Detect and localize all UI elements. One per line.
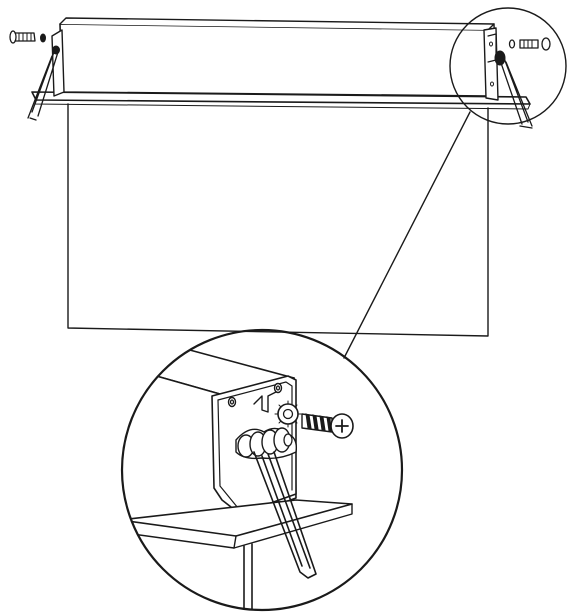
detail-callout-circle-small: [449, 7, 567, 125]
left-washer: [40, 33, 46, 43]
detail-screw: [301, 413, 354, 439]
sign-assembly: [9, 7, 567, 337]
right-washer: [508, 39, 516, 49]
right-end-bracket: [483, 27, 533, 129]
callout-leader-line: [343, 111, 471, 359]
detail-spring-coil: [235, 427, 298, 460]
sign-panel: [67, 103, 489, 337]
housing-front: [59, 23, 491, 97]
left-end-bracket: [27, 29, 65, 121]
right-spring-clip: [499, 57, 533, 129]
detail-magnified-view: [122, 341, 354, 610]
right-screw: [519, 37, 551, 51]
detail-callout-circle-large: [120, 328, 404, 612]
left-screw: [9, 30, 36, 44]
detail-spring-clip: [253, 451, 317, 579]
detail-lock-washer: [274, 400, 302, 428]
left-spring-clip: [27, 51, 59, 121]
housing-top: [59, 17, 495, 31]
